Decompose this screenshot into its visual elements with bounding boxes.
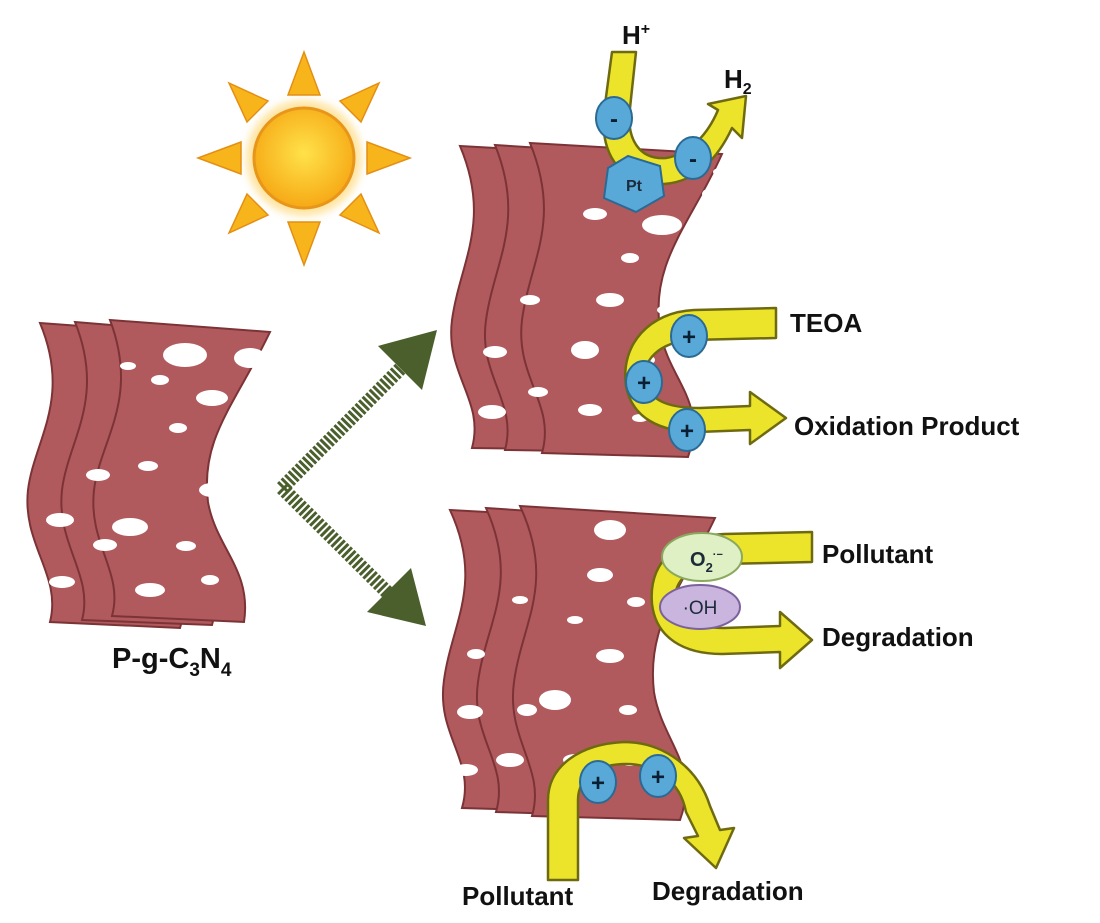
proton-label: H+ bbox=[622, 20, 650, 50]
sun-icon bbox=[195, 49, 413, 268]
electron-top-1: - bbox=[595, 96, 633, 140]
svg-text:+: + bbox=[637, 370, 651, 397]
catalyst-sheet-stack-top bbox=[450, 141, 727, 459]
catalyst-label: P-g-C3N4 bbox=[112, 643, 232, 681]
pollutant-label-bottom: Pollutant bbox=[462, 881, 574, 911]
arrow-down-right-icon bbox=[367, 568, 426, 626]
teoa-label: TEOA bbox=[790, 308, 862, 338]
degradation-label-bottom: Degradation bbox=[652, 876, 804, 906]
oxidation-product-label: Oxidation Product bbox=[794, 411, 1020, 441]
svg-text:·OH: ·OH bbox=[683, 598, 718, 619]
hole-bottom-2: + bbox=[639, 754, 677, 798]
hole-bottom-1: + bbox=[579, 760, 617, 804]
svg-text:+: + bbox=[651, 764, 665, 791]
catalyst-sheet-stack-left bbox=[26, 318, 272, 630]
pt-cocatalyst: Pt bbox=[602, 154, 666, 214]
surface-pores bbox=[478, 168, 727, 422]
electron-top-2: - bbox=[674, 136, 712, 180]
hole-top-1: + bbox=[670, 314, 708, 358]
pointer-arrows bbox=[277, 330, 437, 626]
svg-text:+: + bbox=[680, 418, 694, 445]
svg-text:-: - bbox=[689, 146, 697, 173]
svg-text:+: + bbox=[591, 770, 605, 797]
surface-pores bbox=[46, 343, 266, 597]
svg-text:-: - bbox=[610, 106, 618, 133]
surface-pores bbox=[454, 520, 645, 776]
hole-top-2: + bbox=[625, 360, 663, 404]
arrow-up-right-icon bbox=[378, 330, 437, 390]
pollutant-label-right: Pollutant bbox=[822, 539, 934, 569]
hydrogen-label: H2 bbox=[724, 64, 752, 98]
superoxide-radical: O2·− bbox=[661, 532, 743, 582]
svg-text:O2·−: O2·− bbox=[690, 549, 723, 575]
hydroxyl-radical: ·OH bbox=[659, 584, 741, 630]
degradation-label-right: Degradation bbox=[822, 622, 974, 652]
svg-text:+: + bbox=[682, 324, 696, 351]
pt-label: Pt bbox=[626, 178, 643, 195]
hole-top-3: + bbox=[668, 408, 706, 452]
